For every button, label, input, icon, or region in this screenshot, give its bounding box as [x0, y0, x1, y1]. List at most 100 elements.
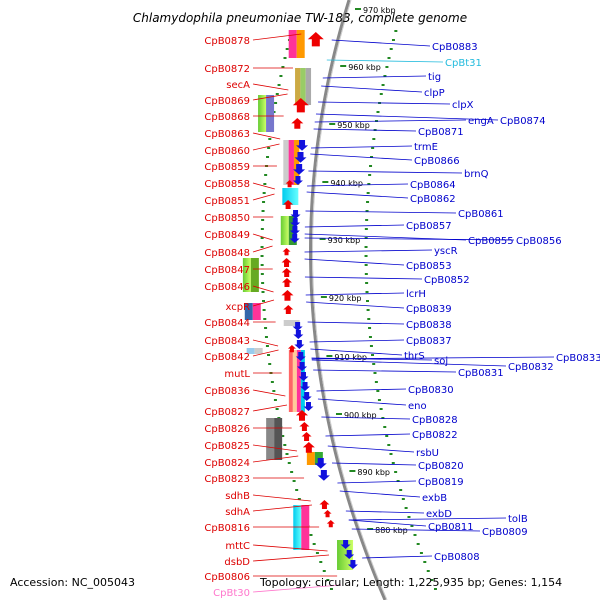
tick-dot-inner	[312, 543, 316, 545]
tick-dot-outer	[366, 300, 369, 302]
right-gene-label: CpB0830	[408, 385, 454, 396]
feature-block	[296, 350, 301, 412]
right-leader-line	[348, 517, 507, 521]
forward-gene-arrow	[299, 422, 310, 431]
right-gene-label: CpB0861	[458, 209, 504, 220]
tick-dot-outer	[365, 210, 369, 212]
tick-dot-inner	[261, 282, 265, 284]
tick-dot-outer	[389, 453, 393, 455]
left-leader-line	[252, 285, 274, 293]
right-gene-label: CpB0883	[432, 42, 478, 53]
tick-dot-outer	[366, 201, 370, 203]
right-leader-line	[311, 359, 507, 367]
left-gene-label: CpB0823	[204, 474, 250, 485]
tick-dot-outer	[426, 570, 430, 572]
tick-dot-outer	[364, 264, 368, 266]
tick-dot-outer	[369, 165, 373, 167]
scale-tick	[354, 8, 361, 10]
right-leader-line	[331, 39, 431, 47]
feature-block	[305, 68, 312, 105]
tick-dot-inner	[268, 138, 272, 140]
right-gene-label: CpB0820	[418, 461, 464, 472]
right-gene-label: CpB0862	[410, 194, 456, 205]
tick-dot-inner	[292, 480, 296, 482]
tick-dot-inner	[297, 498, 301, 500]
right-gene-label: CpB0822	[412, 430, 458, 441]
tick-dot-inner	[263, 318, 267, 320]
left-leader-line	[252, 132, 281, 140]
right-gene-label: CpB0832	[508, 362, 554, 373]
tick-dot-inner	[274, 102, 278, 104]
tick-dot-outer	[368, 327, 372, 329]
feature-block	[244, 303, 253, 320]
right-gene-label: soj	[434, 356, 448, 367]
right-leader-line	[332, 462, 417, 466]
forward-gene-arrow	[281, 268, 292, 277]
forward-gene-arrow	[283, 200, 294, 209]
tick-dot-outer	[367, 183, 371, 185]
tick-dot-inner	[277, 84, 281, 86]
tick-dot-outer	[372, 138, 376, 140]
tick-dot-outer	[364, 237, 368, 239]
feature-block	[280, 216, 289, 245]
tick-dot-inner	[319, 561, 323, 563]
left-gene-label: CpB0860	[204, 146, 250, 157]
forward-gene-arrow	[282, 248, 291, 256]
forward-gene-arrow	[281, 278, 292, 287]
tick-dot-outer	[383, 426, 387, 428]
feature-block	[274, 418, 283, 460]
scale-label: 960 kbp	[348, 63, 381, 72]
left-leader-line	[252, 494, 311, 502]
tick-dot-outer	[383, 75, 387, 77]
tick-dot-outer	[419, 552, 423, 554]
feature-block	[293, 140, 300, 185]
tick-dot-outer	[404, 507, 408, 509]
tick-dot-outer	[365, 282, 369, 284]
right-leader-line	[307, 321, 405, 325]
left-leader-line	[252, 544, 328, 552]
right-leader-line	[307, 183, 409, 187]
tick-dot-outer	[416, 543, 420, 545]
feature-block	[288, 350, 293, 412]
feature-block	[306, 452, 315, 465]
left-leader-line	[252, 389, 286, 397]
feature-block	[295, 68, 301, 105]
left-leader-line	[252, 339, 279, 347]
left-gene-label: CpB0859	[204, 162, 250, 173]
tick-dot-inner	[266, 156, 270, 158]
right-gene-label: rsbU	[416, 448, 439, 459]
scale-tick	[340, 65, 347, 67]
right-leader-line	[314, 119, 467, 123]
reverse-gene-arrow	[290, 210, 301, 219]
reverse-gene-arrow	[303, 402, 314, 411]
tick-dot-outer	[407, 516, 411, 518]
tick-dot-inner	[260, 246, 264, 248]
reverse-gene-arrow	[344, 550, 355, 559]
tick-dot-inner	[260, 228, 264, 230]
tick-dot-inner	[275, 93, 279, 95]
tick-dot-outer	[373, 372, 377, 374]
left-gene-label: CpB0849	[204, 230, 250, 241]
backbone-shadow	[312, 0, 388, 600]
left-leader-line	[252, 584, 341, 593]
tick-dot-inner	[262, 201, 266, 203]
right-leader-line	[311, 357, 433, 361]
tick-dot-outer	[423, 561, 427, 563]
tick-dot-outer	[366, 309, 370, 311]
left-gene-label: CpB0843	[204, 336, 250, 347]
left-leader-line	[252, 33, 302, 41]
left-gene-label: CpB0848	[204, 248, 250, 259]
right-leader-line	[310, 145, 413, 149]
left-gene-label: CpB0816	[204, 523, 250, 534]
right-gene-label: CpB0856	[516, 236, 562, 247]
forward-gene-arrow	[287, 345, 296, 353]
right-leader-line	[327, 445, 415, 453]
left-leader-line	[252, 193, 275, 201]
right-leader-line	[306, 191, 409, 199]
tick-dot-outer	[364, 255, 368, 257]
tick-dot-inner	[283, 57, 287, 59]
right-leader-line	[351, 528, 481, 532]
right-gene-label: CpB0837	[406, 336, 452, 347]
forward-gene-arrow	[283, 305, 294, 314]
